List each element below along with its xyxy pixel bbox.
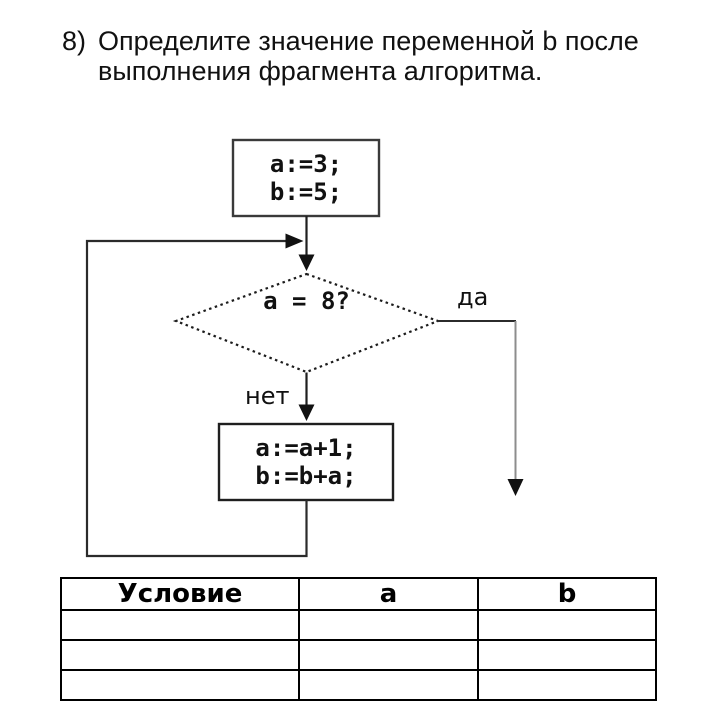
trace-cell xyxy=(298,669,479,701)
trace-table-header-row: Условие a b xyxy=(60,577,657,611)
trace-cell xyxy=(477,669,657,701)
trace-cell xyxy=(60,609,300,641)
task-text-line-2: выполнения фрагмента алгоритма. xyxy=(98,56,543,86)
trace-table: Условие a b xyxy=(60,577,657,701)
trace-header-condition: Условие xyxy=(60,577,300,611)
update-line-2: b:=b+a; xyxy=(255,462,357,490)
init-line-1: a:=3; xyxy=(269,150,343,178)
trace-cell xyxy=(477,609,657,641)
trace-cell xyxy=(60,669,300,701)
trace-table-row xyxy=(60,669,657,701)
trace-cell xyxy=(298,609,479,641)
update-block-text: a:=a+1; b:=b+a; xyxy=(219,424,393,500)
init-block-text: a:=3; b:=5; xyxy=(233,140,379,216)
no-branch-label: нет xyxy=(245,382,290,410)
init-line-2: b:=5; xyxy=(269,178,343,206)
trace-table-row xyxy=(60,639,657,671)
update-block-shape xyxy=(217,422,395,502)
update-line-1: a:=a+1; xyxy=(255,434,357,462)
yes-branch-label: да xyxy=(457,283,489,311)
trace-cell xyxy=(477,639,657,671)
decision-condition-text: a = 8? xyxy=(263,287,350,315)
task-text-line-1: Определите значение переменной b после xyxy=(98,26,639,56)
loop-back-connector xyxy=(85,239,308,558)
trace-header-b: b xyxy=(477,577,657,611)
arrowhead-right-loop-junction-icon xyxy=(285,233,304,249)
arrowhead-down-into-update-icon xyxy=(298,404,315,421)
arrowhead-down-yes-exit-icon xyxy=(507,479,524,496)
init-block-shape xyxy=(231,138,381,218)
arrowhead-down-into-decision-icon xyxy=(298,254,315,271)
trace-table-row xyxy=(60,609,657,641)
trace-header-a: a xyxy=(298,577,479,611)
task-number: 8) xyxy=(62,26,87,56)
trace-cell xyxy=(60,639,300,671)
decision-diamond-shape xyxy=(172,272,442,374)
trace-cell xyxy=(298,639,479,671)
